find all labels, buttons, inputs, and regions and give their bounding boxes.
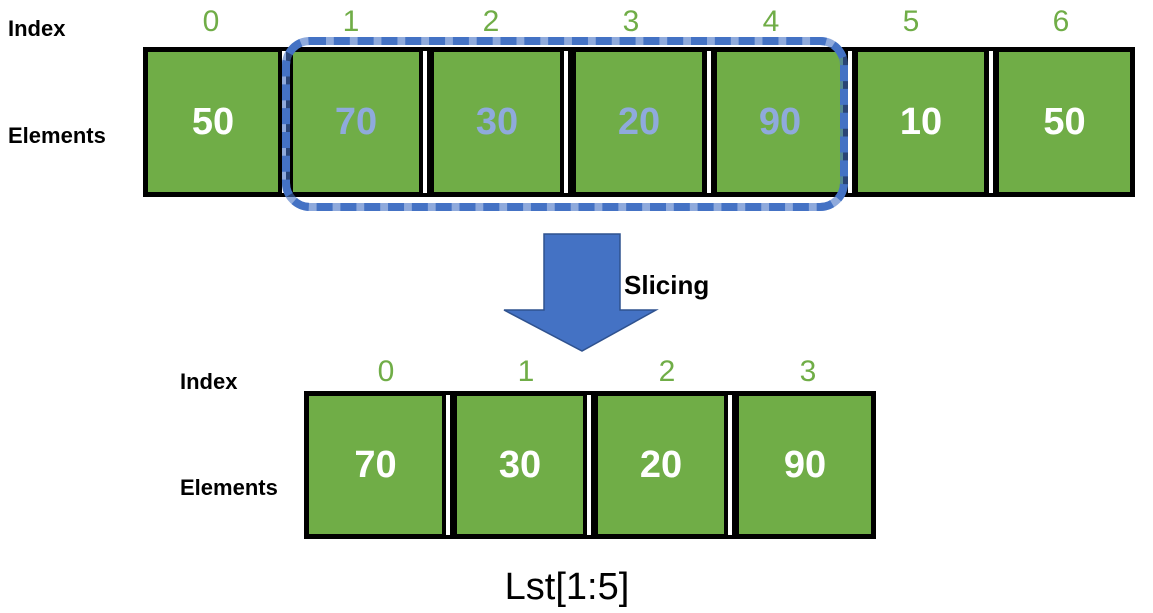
bottom-element-1: 30 bbox=[457, 396, 583, 534]
top-element-0: 50 bbox=[148, 52, 278, 192]
top-element-3: 20 bbox=[576, 52, 702, 192]
top-elements-label: Elements bbox=[8, 123, 106, 148]
top-index-2: 2 bbox=[482, 5, 500, 38]
top-element-4: 90 bbox=[717, 52, 843, 192]
bottom-index-2: 2 bbox=[658, 355, 676, 388]
bottom-gap-0 bbox=[446, 395, 450, 535]
bottom-gap-2 bbox=[728, 395, 732, 535]
top-element-1: 70 bbox=[293, 52, 419, 192]
down-arrow-icon bbox=[503, 233, 659, 352]
slicing-label: Slicing bbox=[624, 270, 710, 300]
bottom-element-3: 90 bbox=[739, 396, 871, 534]
bottom-gap-1 bbox=[587, 395, 591, 535]
top-index-label: Index bbox=[8, 16, 66, 41]
top-gap-0 bbox=[282, 51, 286, 193]
slice-expression-caption: Lst[1:5] bbox=[504, 566, 630, 608]
top-index-1: 1 bbox=[342, 5, 360, 38]
top-gap-1 bbox=[423, 51, 427, 193]
bottom-element-2: 20 bbox=[598, 396, 724, 534]
top-gap-5 bbox=[989, 51, 993, 193]
top-index-5: 5 bbox=[902, 5, 920, 38]
bottom-index-0: 0 bbox=[377, 355, 395, 388]
bottom-index-1: 1 bbox=[517, 355, 535, 388]
arrow-shape bbox=[503, 233, 659, 352]
top-element-2: 30 bbox=[434, 52, 560, 192]
top-gap-4 bbox=[848, 51, 852, 193]
top-index-0: 0 bbox=[202, 5, 220, 38]
top-element-6: 50 bbox=[999, 52, 1130, 192]
top-gap-3 bbox=[707, 51, 711, 193]
bottom-index-label: Index bbox=[180, 369, 238, 394]
top-element-5: 10 bbox=[858, 52, 984, 192]
top-gap-2 bbox=[564, 51, 568, 193]
bottom-element-0: 70 bbox=[309, 396, 442, 534]
bottom-index-3: 3 bbox=[799, 355, 817, 388]
top-index-3: 3 bbox=[622, 5, 640, 38]
bottom-elements-label: Elements bbox=[180, 475, 278, 500]
top-index-6: 6 bbox=[1052, 5, 1070, 38]
top-index-4: 4 bbox=[762, 5, 780, 38]
